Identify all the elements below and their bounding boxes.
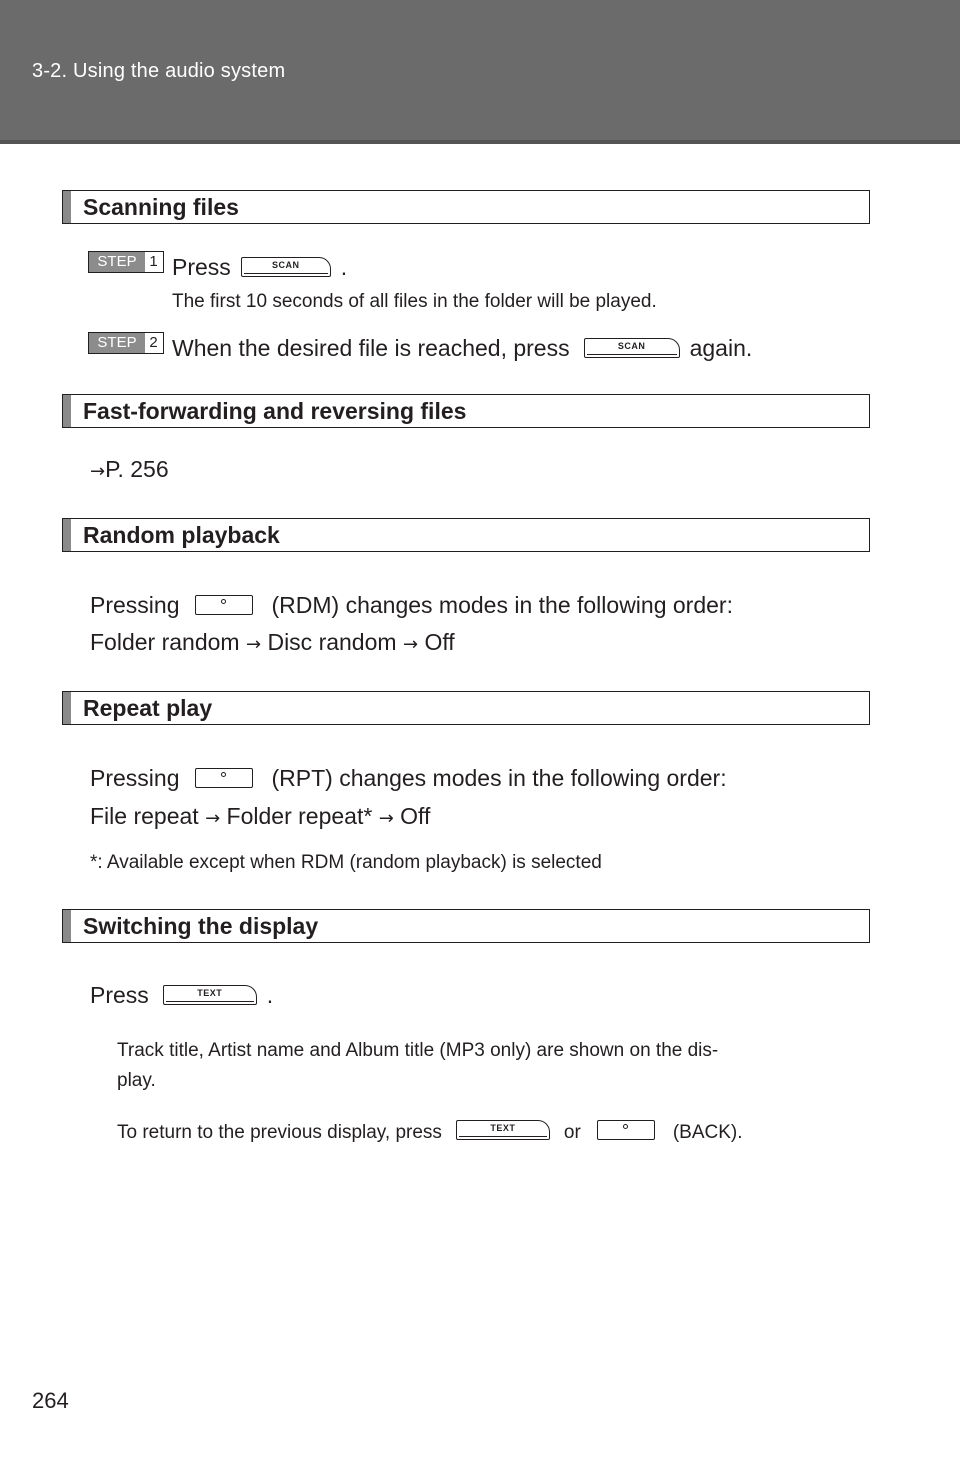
button-label: TEXT [197, 988, 223, 998]
step-1-note: The first 10 seconds of all files in the… [172, 291, 657, 312]
preset-button-icon [596, 1120, 655, 1140]
order-item: Disc random [267, 629, 397, 655]
random-instruction: Pressing (RDM) changes modes in the follo… [90, 592, 733, 619]
step-2: STEP 2 When the desired file is reached,… [88, 332, 752, 362]
button-label: SCAN [272, 260, 300, 270]
arrow-icon: → [378, 808, 394, 829]
step-badge: STEP 1 [88, 251, 164, 273]
step-end: . [340, 254, 348, 280]
page-number: 264 [32, 1388, 69, 1413]
display-instruction: Press TEXT. [90, 982, 273, 1009]
scan-button-icon: SCAN [583, 338, 680, 358]
step-badge-number: 1 [149, 253, 158, 270]
section-title: Fast-forwarding and reversing files [83, 398, 467, 424]
step-badge: STEP 2 [88, 332, 164, 354]
arrow-icon: → [90, 461, 106, 482]
button-label: SCAN [617, 341, 646, 351]
pressing-text: Pressing [90, 765, 180, 791]
press-end: . [266, 982, 274, 1008]
preset-button-icon [195, 595, 254, 615]
order-item: Folder random [90, 629, 240, 655]
scan-button-icon: SCAN [240, 257, 331, 277]
order-item: Folder repeat* [226, 803, 373, 829]
press-text: Press [90, 982, 149, 1008]
step-badge-label: STEP [89, 252, 145, 272]
random-order: Folder random → Disc random → Off [90, 629, 455, 656]
preset-button-icon [195, 768, 254, 788]
or-text: or [563, 1122, 581, 1143]
step-text: When the desired file is reached, press [172, 335, 570, 361]
section-heading-random: Random playback [62, 518, 870, 552]
page-reference-text: P. 256 [105, 456, 169, 482]
section-title: Repeat play [83, 695, 213, 721]
section-heading-fastforward: Fast-forwarding and reversing files [62, 394, 870, 428]
instruction-rest: (RPT) changes modes in the following ord… [271, 765, 727, 791]
step-badge-number: 2 [149, 334, 158, 351]
section-title: Random playback [83, 522, 280, 548]
button-dot [221, 772, 227, 777]
footnote: *: Available except when RDM (random pla… [90, 852, 602, 873]
step-text: Press [172, 254, 231, 280]
step-1: STEP 1 Press SCAN. [88, 251, 347, 281]
section-heading-repeat: Repeat play [62, 691, 870, 725]
note-text: To return to the previous display, press [117, 1122, 442, 1143]
section-label: 3-2. Using the audio system [32, 60, 286, 82]
order-item: Off [400, 803, 431, 829]
section-heading-scanning: Scanning files [62, 190, 870, 224]
order-item: Off [424, 629, 455, 655]
arrow-icon: → [402, 634, 419, 655]
button-label: TEXT [490, 1123, 516, 1133]
repeat-order: File repeat → Folder repeat* → Off [90, 803, 430, 830]
note-end: (BACK). [672, 1122, 743, 1143]
section-heading-display: Switching the display [62, 909, 870, 943]
note-line: play. [117, 1070, 156, 1091]
pressing-text: Pressing [90, 592, 180, 618]
instruction-rest: (RDM) changes modes in the following ord… [271, 592, 733, 618]
button-dot [221, 599, 227, 604]
section-title: Switching the display [83, 913, 319, 939]
page-reference: →P. 256 [90, 456, 169, 483]
section-title: Scanning files [83, 194, 239, 220]
header-band: 3-2. Using the audio system [0, 0, 960, 144]
order-item: File repeat [90, 803, 199, 829]
text-button-icon: TEXT [455, 1120, 550, 1140]
arrow-icon: → [245, 634, 262, 655]
repeat-instruction: Pressing (RPT) changes modes in the follo… [90, 765, 727, 792]
button-dot [622, 1124, 628, 1129]
step-badge-label: STEP [89, 333, 145, 353]
note-line: Track title, Artist name and Album title… [117, 1040, 719, 1061]
text-button-icon: TEXT [162, 985, 257, 1005]
step-end: again. [689, 335, 753, 361]
display-note-2: To return to the previous display, press… [117, 1120, 743, 1144]
display-note-1: Track title, Artist name and Album title… [117, 1036, 867, 1096]
arrow-icon: → [205, 808, 221, 829]
